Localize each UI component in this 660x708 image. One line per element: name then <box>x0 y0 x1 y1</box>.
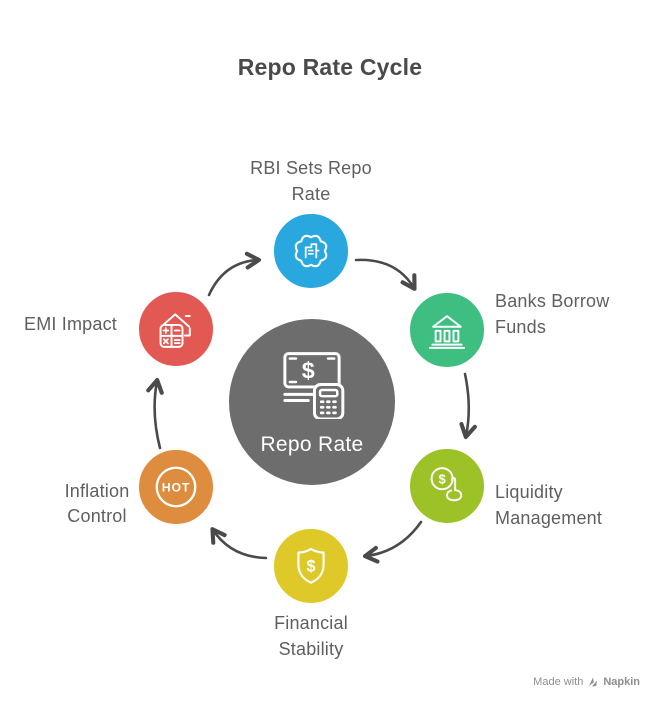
center-hub-label: Repo Rate <box>260 433 364 456</box>
label-liquidity-management: Liquidity Management <box>495 482 603 528</box>
arrow-banks-to-liquidity <box>459 372 477 440</box>
banknote-calculator-icon: $ <box>283 352 345 419</box>
label-emi-impact: EMI Impact <box>23 314 118 334</box>
napkin-logo-icon <box>589 677 598 687</box>
arrow-emi-to-rbi <box>207 251 262 297</box>
diagram-title: Repo Rate Cycle <box>237 54 423 80</box>
node-liquidity-management: $ <box>406 445 488 527</box>
watermark: Made with Napkin <box>533 676 640 688</box>
bank-building-icon <box>428 315 466 349</box>
house-calculator-icon <box>159 313 191 348</box>
arrow-liquidity-to-financial <box>362 520 423 564</box>
label-financial-stability: Financial Stability <box>274 613 348 659</box>
svg-text:$: $ <box>439 472 447 487</box>
node-financial-stability: $ <box>270 525 352 607</box>
arrow-financial-to-inflation <box>210 527 268 560</box>
svg-text:$: $ <box>302 357 315 383</box>
watermark-prefix: Made with <box>533 676 584 688</box>
shield-dollar-icon: $ <box>297 547 325 584</box>
node-inflation-control: HOT <box>135 446 217 528</box>
label-inflation-control: Inflation Control <box>64 481 130 526</box>
node-banks-borrow-funds <box>406 289 488 371</box>
arrow-inflation-to-emi <box>146 377 164 450</box>
watermark-brand: Napkin <box>603 676 640 688</box>
node-rbi-sets-repo-rate <box>270 210 352 292</box>
label-rbi-sets-repo-rate: RBI Sets Repo Rate <box>250 158 372 204</box>
coin-hand-icon: $ <box>430 467 463 502</box>
hot-circle-icon: HOT <box>155 466 197 508</box>
label-banks-borrow-funds: Banks Borrow Funds <box>495 291 610 337</box>
node-emi-impact <box>135 288 217 370</box>
svg-text:HOT: HOT <box>162 480 190 494</box>
svg-text:$: $ <box>306 558 315 576</box>
center-hub: $ Repo Rate <box>225 315 399 489</box>
arrow-rbi-to-banks <box>354 258 417 291</box>
seal-badge-icon <box>294 234 328 268</box>
